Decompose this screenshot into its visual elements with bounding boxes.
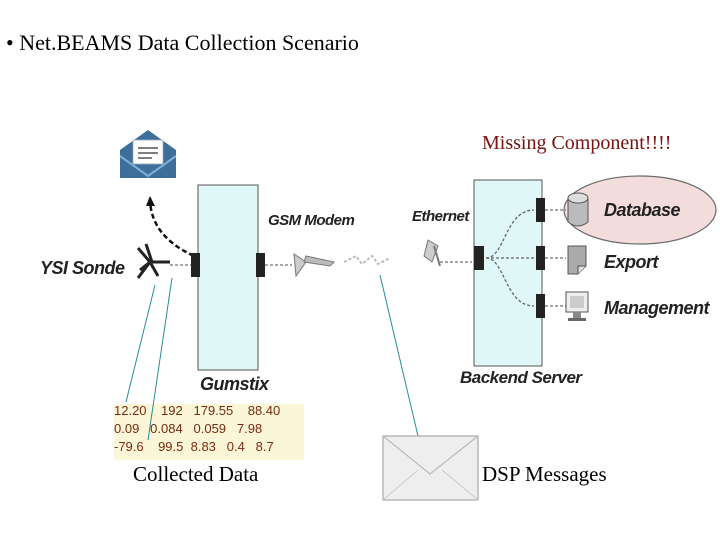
data-row: 0.09 0.084 0.059 7.98 [114, 421, 263, 436]
collected-data-block: 12.20 192 179.55 88.40 0.09 0.084 0.059 … [114, 402, 280, 456]
backend-server-label: Backend Server [460, 368, 582, 387]
wireless-signal [343, 254, 391, 266]
slide-title: • Net.BEAMS Data Collection Scenario [6, 30, 359, 55]
collected-data-caption: Collected Data [133, 462, 259, 486]
export-label: Export [604, 252, 659, 272]
backend-port-export [536, 246, 545, 270]
server-to-envelope-line [379, 274, 419, 437]
backend-server-box [473, 179, 543, 367]
missing-component-ellipse [563, 175, 717, 245]
gumstix-port-right [256, 253, 265, 277]
mail-open-icon [119, 130, 177, 178]
gumstix-to-data-line [147, 277, 173, 441]
document-icon [567, 245, 587, 275]
management-label: Management [604, 298, 710, 318]
antenna-icon [293, 253, 336, 278]
envelope-icon [382, 435, 479, 501]
ysi-sonde-label: YSI Sonde [40, 258, 125, 278]
sensor-to-data-line [125, 284, 156, 403]
gumstix-box [197, 184, 259, 371]
database-label: Database [604, 200, 681, 220]
backend-port-left [474, 246, 484, 270]
ethernet-antenna-icon [423, 239, 441, 267]
dsp-messages-caption: DSP Messages [482, 462, 607, 486]
data-row: 12.20 192 179.55 88.40 [114, 403, 281, 418]
data-highlight [114, 404, 304, 460]
sensor-icon [136, 243, 170, 279]
cylinder-icon [567, 192, 589, 227]
gumstix-port-left [191, 253, 200, 277]
gsm-modem-label: GSM Modem [268, 212, 355, 229]
missing-component-label: Missing Component!!!! [482, 132, 672, 154]
mail-to-gumstix-curve [148, 197, 193, 257]
ethernet-label: Ethernet [412, 208, 469, 225]
monitor-icon [565, 291, 589, 321]
backend-port-mgmt [536, 294, 545, 318]
backend-port-db [536, 198, 545, 222]
gumstix-label: Gumstix [200, 374, 269, 394]
data-row: -79.6 99.5 8.83 0.4 8.7 [114, 439, 274, 454]
